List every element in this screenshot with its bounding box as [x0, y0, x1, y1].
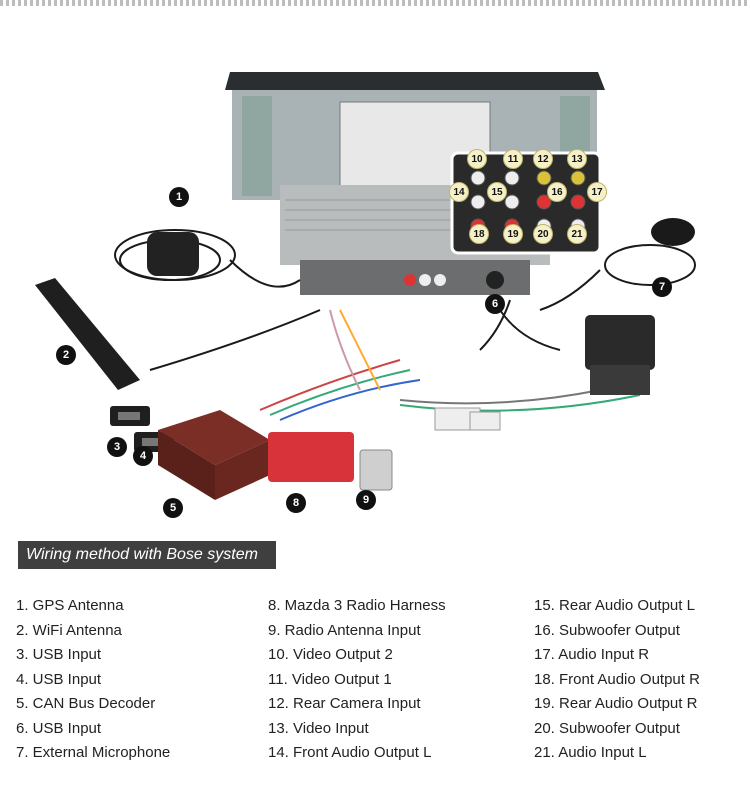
legend-item: 12. Rear Camera Input [268, 695, 421, 712]
port-badge: 15 [487, 182, 507, 202]
callout-badge: 5 [163, 498, 183, 518]
legend-item: 2. WiFi Antenna [16, 621, 122, 639]
callout-badge: 7 [652, 277, 672, 297]
legend-item: 10. Video Output 2 [268, 646, 393, 663]
port-badge: 18 [469, 224, 489, 244]
legend-item: 14. Front Audio Output L [268, 744, 432, 761]
port-badge: 14 [449, 182, 469, 202]
callout-badge: 3 [107, 437, 127, 457]
port-badge: 10 [467, 149, 487, 169]
legend-column-3: 15. Rear Audio Output L 16. Subwoofer Ou… [534, 594, 700, 766]
legend-item: 11. Video Output 1 [268, 670, 392, 688]
port-badge: 16 [547, 182, 567, 202]
port-badge: 20 [533, 224, 553, 244]
legend-item: 18. Front Audio Output R [534, 670, 700, 688]
legend-item: 17. Audio Input R [534, 646, 650, 663]
port-badge: 11 [503, 149, 523, 169]
radio-harness [268, 432, 354, 482]
legend-column-1: 1. GPS Antenna 2. WiFi Antenna 3. USB In… [16, 594, 170, 766]
legend-item: 4. USB Input [16, 670, 102, 688]
legend-item: 1. GPS Antenna [16, 597, 124, 614]
callout-badge: 9 [356, 490, 376, 510]
top-dotted-rule [0, 0, 750, 6]
port-badge: 21 [567, 224, 587, 244]
microphone [651, 218, 695, 246]
callout-badge: 1 [169, 187, 189, 207]
port-badge: 19 [503, 224, 523, 244]
port-panel [450, 151, 602, 255]
wiring-diagram-photo [35, 72, 696, 500]
section-banner: Wiring method with Bose system [18, 541, 276, 569]
wifi-antenna [35, 278, 140, 390]
gps-antenna [147, 232, 199, 276]
head-unit-top-bezel [225, 72, 605, 90]
legend-column-2: 8. Mazda 3 Radio Harness 9. Radio Antenn… [268, 594, 446, 766]
legend-item: 7. External Microphone [16, 744, 171, 761]
legend-item: 8. Mazda 3 Radio Harness [268, 597, 446, 614]
callout-badge: 4 [133, 446, 153, 466]
callout-badge: 6 [485, 294, 505, 314]
legend-item: 16. Subwoofer Output [534, 621, 680, 639]
legend-item: 9. Radio Antenna Input [268, 621, 421, 639]
port-badge: 13 [567, 149, 587, 169]
legend-item: 15. Rear Audio Output L [534, 597, 695, 614]
port-badge: 12 [533, 149, 553, 169]
bose-module [585, 315, 655, 370]
legend-item: 6. USB Input [16, 719, 102, 737]
port-badge: 17 [587, 182, 607, 202]
legend-item: 21. Audio Input L [534, 744, 647, 761]
callout-badge: 2 [56, 345, 76, 365]
legend-item: 20. Subwoofer Output [534, 719, 680, 737]
callout-badge: 8 [286, 493, 306, 513]
legend-item: 3. USB Input [16, 646, 102, 663]
radio-antenna-connector [359, 449, 393, 491]
legend-item: 13. Video Input [268, 719, 369, 737]
legend-item: 5. CAN Bus Decoder [16, 695, 156, 712]
legend-item: 19. Rear Audio Output R [534, 695, 698, 712]
